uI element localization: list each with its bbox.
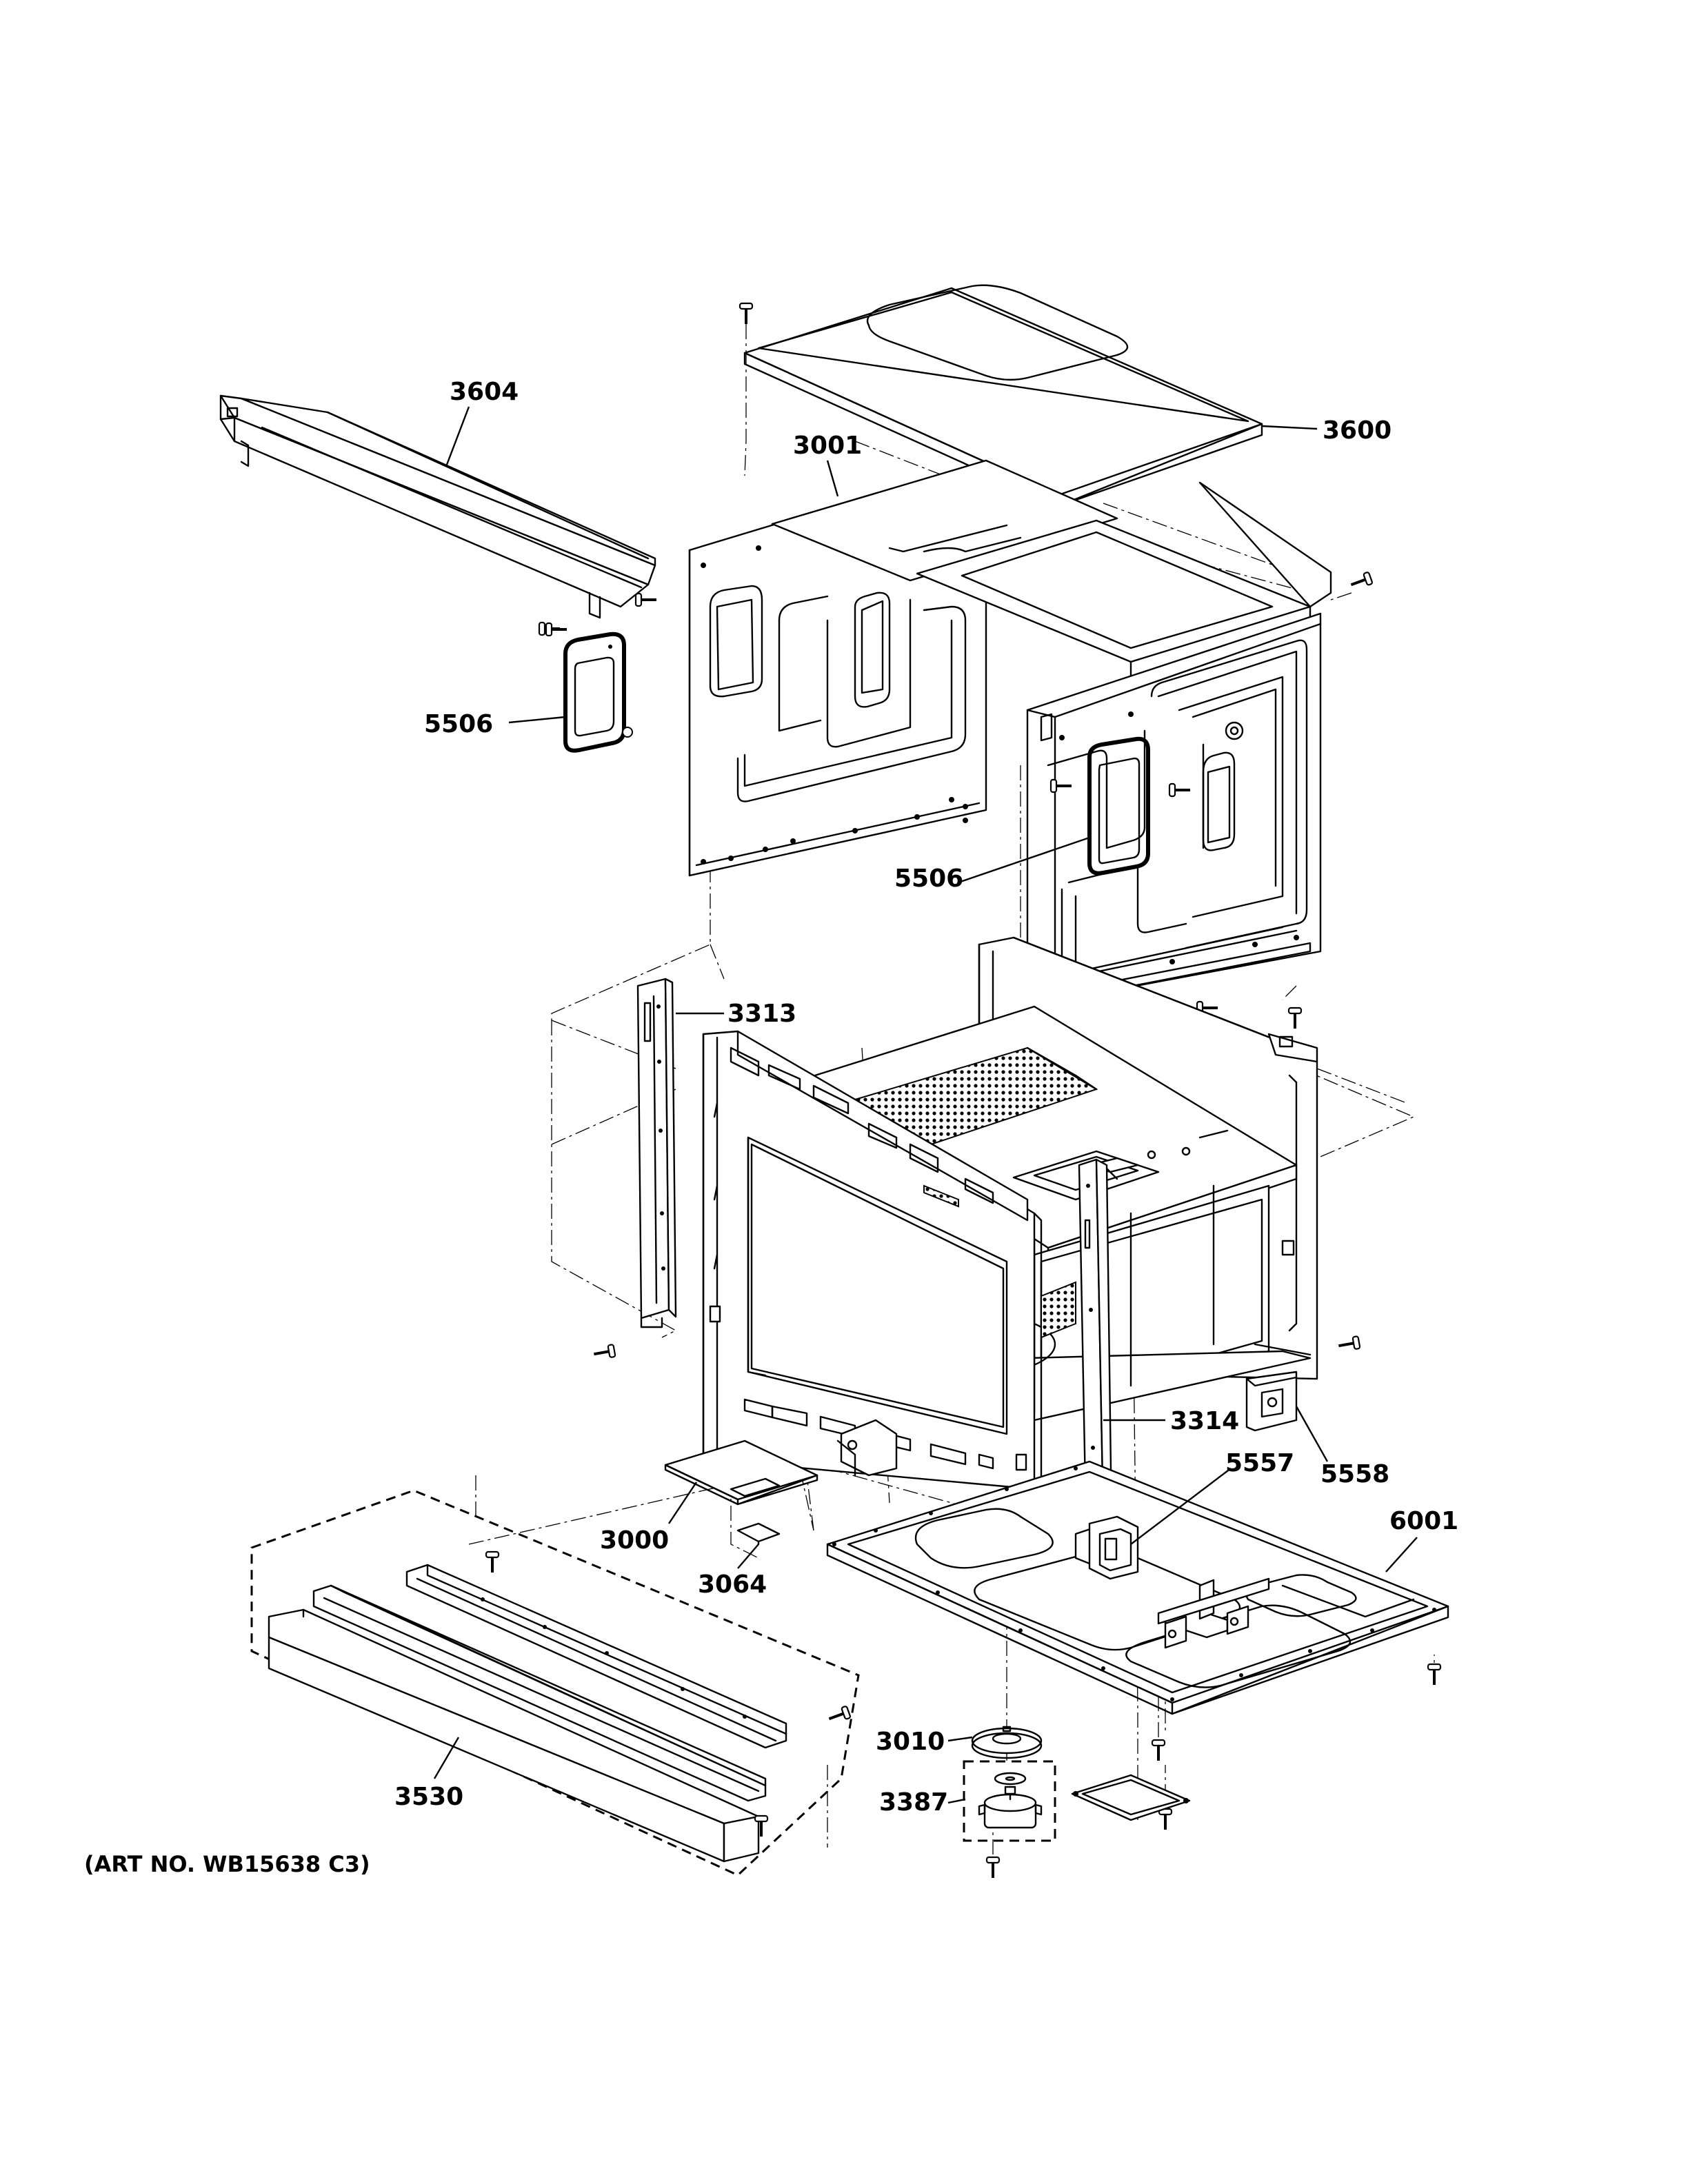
part-3604-front-trim bbox=[219, 394, 656, 619]
label-3064: 3064 bbox=[698, 1570, 767, 1599]
part-3314-right-bracket bbox=[1078, 1158, 1113, 1525]
screw-icon bbox=[1158, 1808, 1173, 1831]
part-3001-outer-wrapper bbox=[688, 459, 1332, 877]
part-3000-cover bbox=[664, 1439, 818, 1506]
part-3001-right-side-panel bbox=[1026, 612, 1322, 1002]
screw-icon bbox=[1427, 1663, 1442, 1686]
part-3387-motor-group bbox=[963, 1760, 1056, 1842]
screw-icon bbox=[634, 592, 658, 607]
part-6001-base-plate bbox=[826, 1460, 1449, 1715]
art-number: (ART NO. WB15638 C3) bbox=[84, 1851, 370, 1877]
screw-icon bbox=[738, 302, 754, 325]
part-3313-left-bracket bbox=[636, 978, 677, 1328]
screw-icon bbox=[1347, 570, 1374, 592]
part-5558-rear-bracket bbox=[1245, 1371, 1298, 1432]
screw-icon bbox=[485, 1550, 500, 1574]
label-3010: 3010 bbox=[876, 1728, 945, 1756]
label-3001: 3001 bbox=[793, 432, 862, 460]
screw-icon bbox=[1287, 1007, 1303, 1030]
screw-icon bbox=[1151, 1739, 1166, 1762]
label-5506-left: 5506 bbox=[424, 710, 493, 738]
part-5506-gasket-right bbox=[1087, 736, 1150, 876]
part-3530-bottom-trim bbox=[250, 1489, 860, 1877]
part-oven-cavity bbox=[702, 936, 1318, 1497]
part-labels: 3604 3001 3600 5506 5506 3313 3314 5557 … bbox=[84, 378, 1458, 1877]
label-3600: 3600 bbox=[1323, 416, 1391, 445]
label-3314: 3314 bbox=[1170, 1407, 1239, 1435]
label-3387: 3387 bbox=[879, 1788, 948, 1817]
label-3530: 3530 bbox=[394, 1783, 463, 1811]
part-motor-cover bbox=[1071, 1774, 1191, 1821]
label-5558: 5558 bbox=[1320, 1460, 1389, 1488]
leader-lines bbox=[433, 406, 1418, 1804]
label-6001: 6001 bbox=[1389, 1507, 1458, 1535]
screw-icon bbox=[591, 1343, 617, 1362]
label-5557: 5557 bbox=[1225, 1449, 1294, 1477]
label-3313: 3313 bbox=[727, 1000, 796, 1028]
part-3010-coupler bbox=[971, 1726, 1043, 1759]
screw-icon bbox=[1336, 1335, 1362, 1354]
part-5506-gasket-left bbox=[563, 631, 633, 753]
screw-icon bbox=[545, 622, 568, 637]
label-3604: 3604 bbox=[450, 378, 519, 406]
screw-icon bbox=[985, 1856, 1001, 1879]
label-3000: 3000 bbox=[600, 1526, 669, 1555]
label-5506-right: 5506 bbox=[894, 865, 963, 893]
part-3064-pad bbox=[736, 1522, 781, 1546]
screw-icon bbox=[825, 1704, 852, 1726]
